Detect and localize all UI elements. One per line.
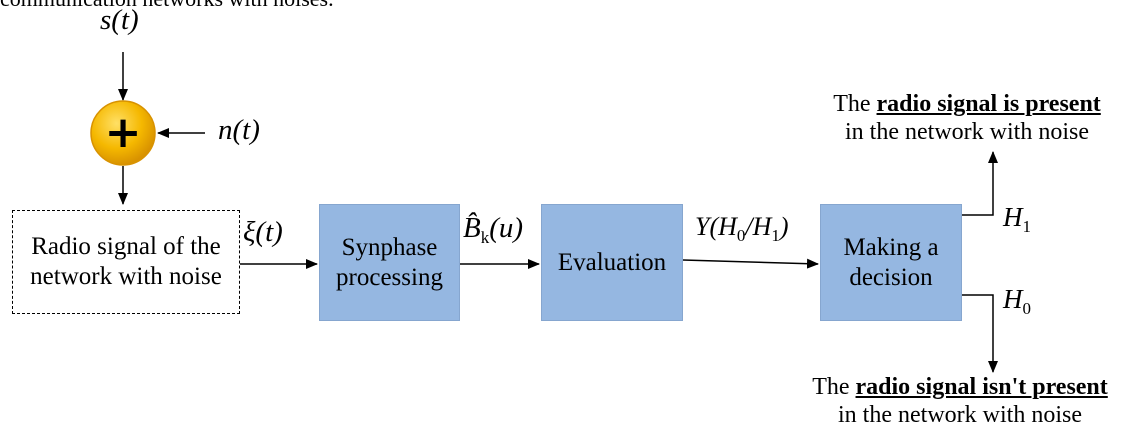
outcome-absent-line2: in the network with noise: [838, 402, 1082, 428]
outcome-present-line1: The radio signal is present: [833, 91, 1101, 117]
h0-label: H0: [1003, 284, 1031, 318]
adder-plus-icon: +: [104, 107, 142, 158]
outcome-absent-bold: radio signal isn't present: [855, 374, 1108, 400]
arrow-evaluation-to-decision: [682, 258, 819, 269]
xi-signal-label: ξ(t): [243, 216, 283, 248]
outcome-present: The radio signal is present in the netwo…: [797, 90, 1137, 146]
noise-input-label: n(t): [218, 114, 260, 146]
source-box: Radio signal of the network with noise: [12, 210, 240, 314]
outcome-absent-line1: The radio signal isn't present: [812, 374, 1108, 400]
evaluation-block: Evaluation: [541, 204, 683, 321]
adder-circle: [90, 100, 156, 166]
top-caption-fragment: communication networks with noises.: [0, 0, 334, 12]
y-signal-label: Y(H0/H1): [695, 212, 789, 245]
outcome-absent: The radio signal isn't present in the ne…: [775, 373, 1145, 429]
decision-block: Making a decision: [820, 204, 962, 321]
h1-label: H1: [1003, 202, 1031, 236]
outcome-present-bold: radio signal is present: [876, 91, 1101, 117]
synphase-processing-block: Synphase processing: [319, 204, 460, 321]
arrow-h0-absent: [962, 294, 998, 373]
outcome-present-line2: in the network with noise: [845, 119, 1089, 145]
signal-input-label: s(t): [100, 4, 139, 36]
arrow-h1-present: [962, 151, 998, 216]
b-hat-signal-label: B̂k(u): [463, 212, 524, 247]
